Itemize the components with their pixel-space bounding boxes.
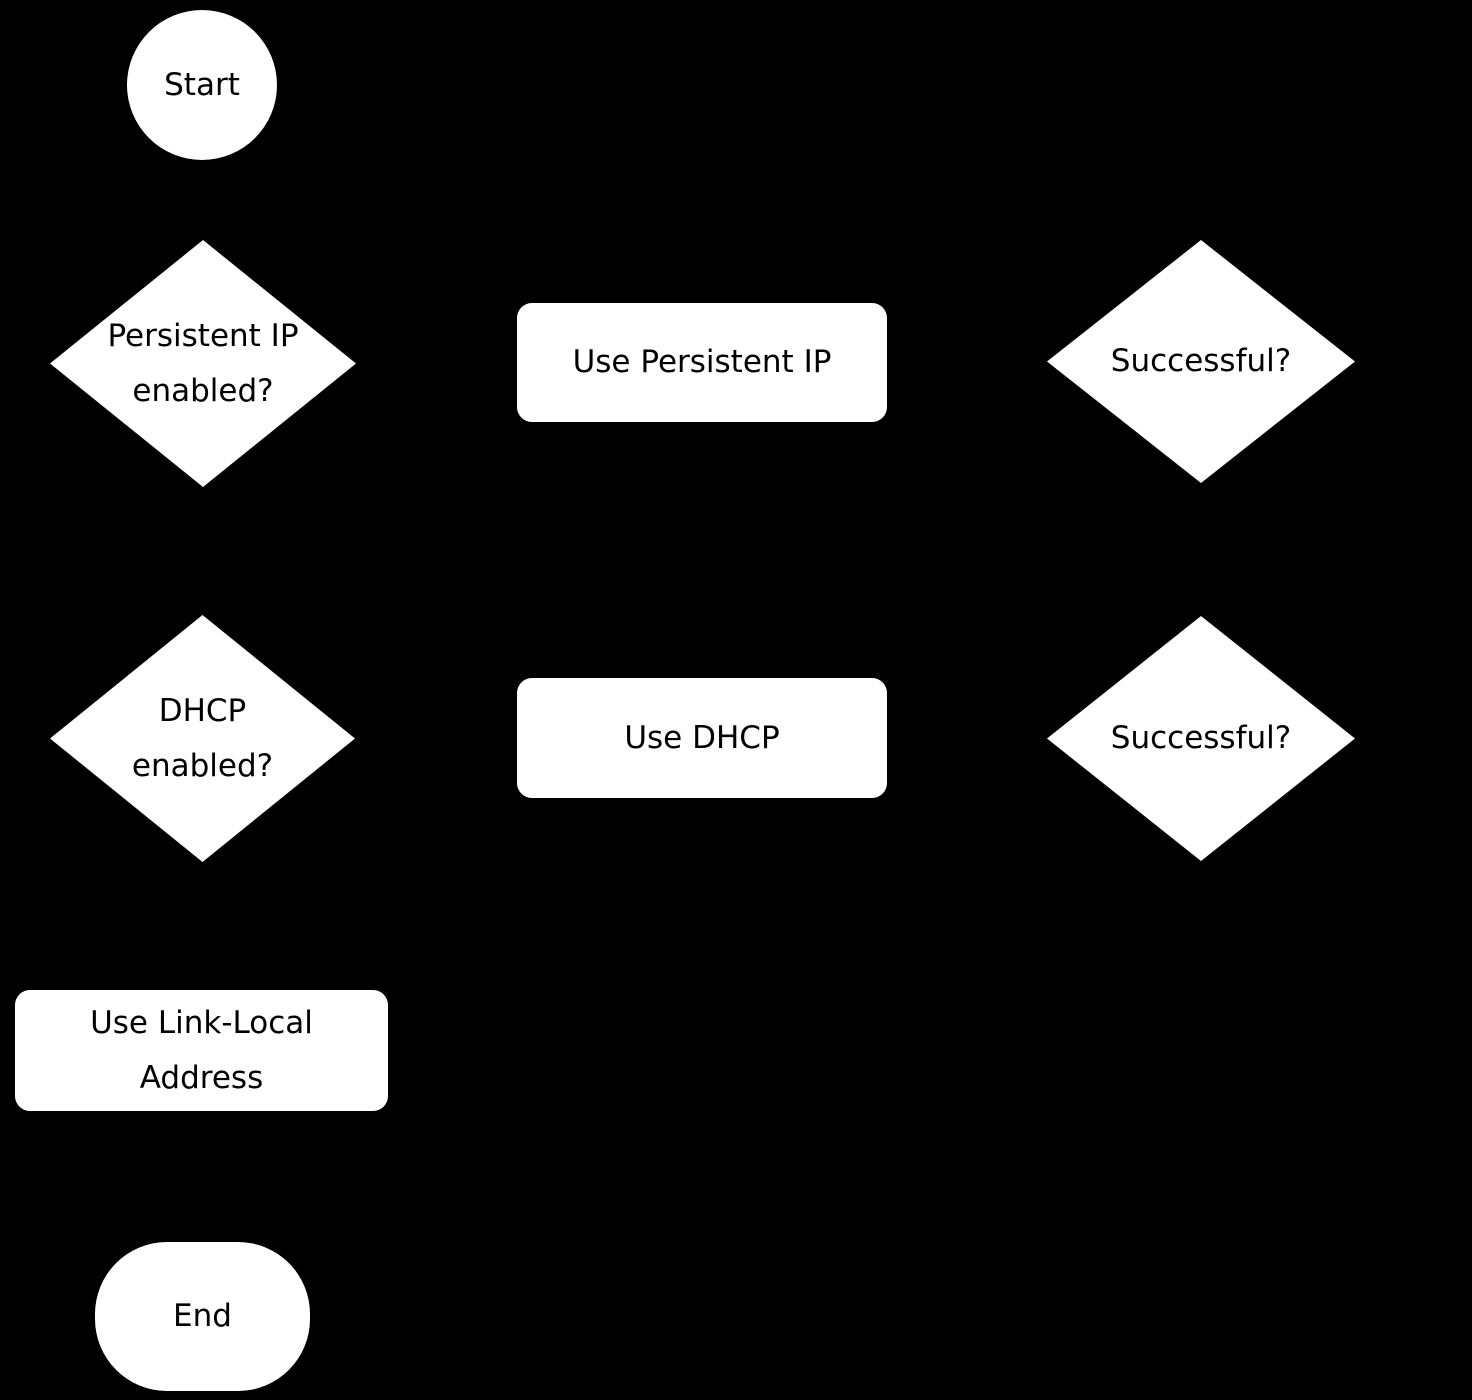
decision-dhcp-label-line2: enabled? — [131, 747, 274, 784]
decision-persistent-ip-enabled: Persistent IP enabled? — [50, 240, 356, 487]
process-use-link-local-label-line2: Address — [139, 1059, 264, 1096]
decision-dhcp-label-line1: DHCP — [158, 692, 247, 729]
process-use-dhcp-label: Use DHCP — [624, 719, 780, 756]
process-use-persistent-ip: Use Persistent IP — [517, 303, 887, 422]
decision-dhcp-enabled: DHCP enabled? — [50, 615, 355, 862]
end-node: End — [95, 1242, 310, 1391]
decision-dhcp-successful-label: Successful? — [1110, 720, 1292, 756]
start-node-label: Start — [164, 66, 240, 103]
process-use-link-local-address: Use Link-Local Address — [15, 990, 388, 1111]
decision-dhcp-successful: Successful? — [1047, 616, 1355, 861]
decision-persistent-successful-label: Successful? — [1110, 343, 1292, 379]
decision-persistent-ip-label-line2: enabled? — [132, 372, 274, 409]
process-use-persistent-ip-label: Use Persistent IP — [572, 344, 832, 380]
end-node-label: End — [173, 1298, 232, 1334]
start-node: Start — [127, 10, 277, 160]
decision-persistent-ip-label-line1: Persistent IP — [107, 317, 299, 354]
process-use-dhcp: Use DHCP — [517, 678, 887, 798]
process-use-link-local-label-line1: Use Link-Local — [90, 1004, 313, 1041]
decision-persistent-successful: Successful? — [1047, 240, 1355, 483]
